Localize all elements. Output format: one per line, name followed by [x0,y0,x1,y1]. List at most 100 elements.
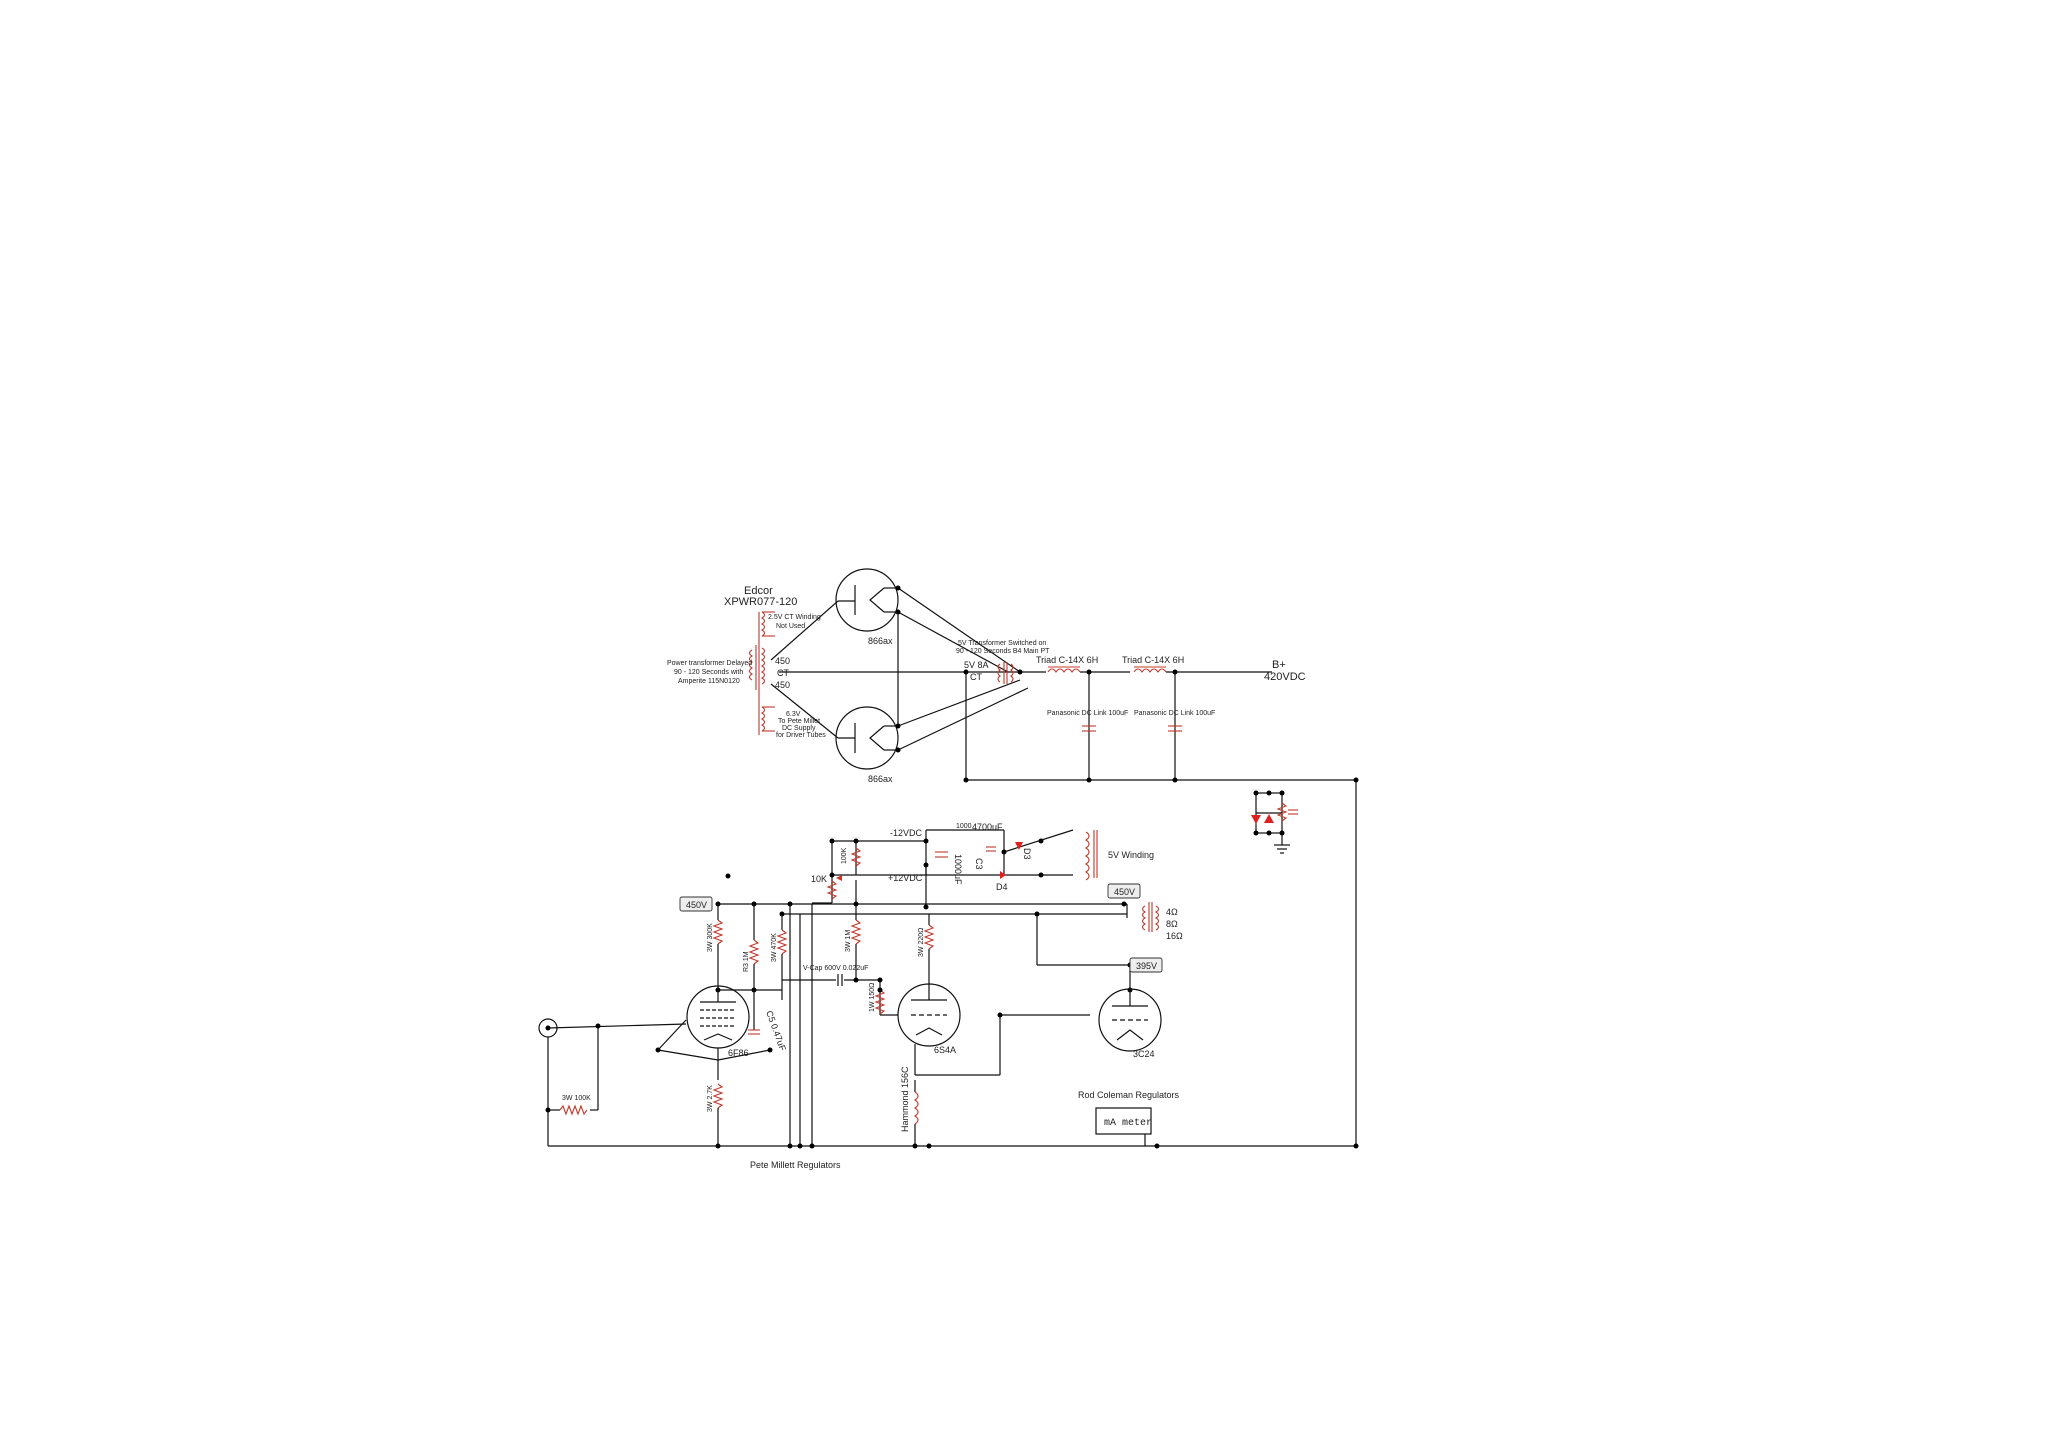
cathode-bypass [748,990,760,1035]
c1000-label: 1000uF [953,854,963,885]
node [1001,849,1007,855]
sw-note-2: 90 - 120 Seconds B4 Main PT [956,648,1050,655]
diode-d3-icon [1015,842,1023,850]
tube-3c24-label: 3C24 [1133,1049,1155,1059]
tap-450-top: 450 [775,656,790,666]
node [1253,830,1259,836]
bplus-voltage-label: 420VDC [1264,671,1306,683]
out-4-label: 4Ω [1166,907,1178,917]
pot-10k [826,880,838,900]
output-transformer [1141,902,1160,932]
vertical-rails [789,902,832,1146]
voltage-tag-450b-label: 450V [1114,887,1135,897]
winding-5v [1085,830,1098,881]
node [1017,669,1023,675]
pot-label: 10K [811,874,827,884]
r27k-label: 3W 2.7K [707,1085,714,1112]
rectifier-tube-top [835,568,899,632]
pos12-label: +12VDC [888,873,923,883]
node [725,873,731,879]
hammond-choke [914,1014,1090,1146]
node [997,1012,1003,1018]
winding-25v-label: 2.5V CT Winding [768,614,821,621]
node [926,1143,932,1149]
pt-delayed-label-2: 90 - 120 Seconds with [674,669,743,676]
led-icon [1251,815,1261,824]
tube-6f86-label: 6F86 [728,1048,749,1058]
node [715,1143,721,1149]
r1000-label: 1000 [956,823,972,830]
node [1266,790,1272,796]
filament-wiring [897,587,1029,751]
vcap-label: V-Cap 600V 0.022uF [803,965,868,972]
node [829,838,835,844]
node [809,1143,815,1149]
input-wiring [547,1019,771,1146]
c4700-label: 4700uF [972,822,1003,832]
node [1172,669,1178,675]
ma-meter-label: mA meter [1104,1118,1152,1129]
node [1086,669,1092,675]
voltage-tag-450a [679,896,713,912]
d3-label: D3 [1022,848,1032,860]
pt-secondary-wiring [770,600,1020,739]
led-bias-network [1251,792,1298,854]
choke1-label: Triad C-14X 6H [1036,655,1098,665]
node [1172,777,1178,783]
node [912,1143,918,1149]
winding-63v-label-1: 6.3V [786,711,801,718]
sw-note-1: 5V Transformer Switched on [958,640,1046,647]
node [895,747,901,753]
not-used-label: Not Used [776,623,805,630]
driver-resistors [712,880,935,1000]
pt-delayed-label-3: Amperite 115N0120 [678,678,740,685]
out-8-label: 8Ω [1166,919,1178,929]
tube-6s4a-label: 6S4A [934,1045,956,1055]
node [853,977,859,983]
node [895,723,901,729]
node [1353,1143,1359,1149]
node [1121,901,1127,907]
choke-1 [1047,666,1081,673]
node [595,1023,601,1029]
power-transformer [748,611,775,735]
rectifier-top-label: 866ax [868,636,893,646]
r150-label: 1W 150Ω [869,983,876,1012]
bias-supply-wiring [831,829,1074,907]
node [1038,838,1044,844]
node [923,904,929,910]
node [877,977,883,983]
cap1-label: Panasonic DC Link 100uF [1047,710,1128,717]
node [923,862,929,868]
voltage-tag-450a-label: 450V [686,900,707,910]
winding-5v-label: 5V Winding [1108,850,1154,860]
choke2-label: Triad C-14X 6H [1122,655,1184,665]
node [895,609,901,615]
r300k-label: 3W 300K [707,923,714,952]
node [1266,830,1272,836]
r1m-grid-label: R3 1M [743,951,750,972]
r100k-input-label: 3W 100K [562,1095,591,1102]
node [853,838,859,844]
node [829,872,835,878]
node [963,777,969,783]
edcor-label: Edcor [744,585,773,597]
node [655,1047,661,1053]
node [1154,1143,1160,1149]
pot-wiper-icon [836,875,842,881]
filament-transformer-5v [997,662,1014,684]
cathode-resistor [712,1083,724,1109]
r1m-label: 3W 1M [845,930,852,952]
r100k-label: 100K [841,847,848,864]
coupling-capacitor [782,974,881,1015]
node [797,1143,803,1149]
node [1353,777,1359,783]
r220-label: 3W 220Ω [918,928,925,957]
node [877,987,883,993]
neg12-label: -12VDC [890,828,923,838]
diode-d4-icon [1000,871,1006,879]
ma-meter-box [1095,1107,1152,1135]
node [853,901,859,907]
choke-2 [1133,666,1167,673]
